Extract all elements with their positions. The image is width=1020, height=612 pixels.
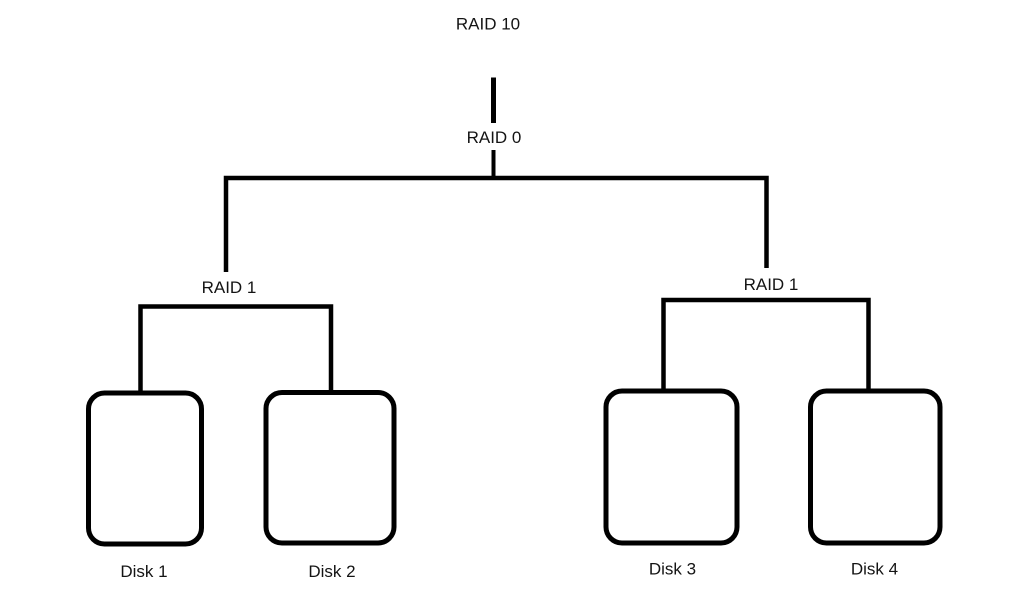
disk2-box [263, 390, 397, 546]
disk2-label: Disk 2 [308, 562, 355, 581]
disk4-label: Disk 4 [851, 560, 898, 579]
stripe-label: RAID 0 [467, 128, 522, 147]
connector-left-mirror-to-disks [138, 304, 334, 394]
disk1-label: Disk 1 [120, 562, 167, 581]
right-mirror-label: RAID 1 [744, 275, 799, 294]
connector-right-mirror-to-disks [661, 297, 871, 392]
root-label: RAID 10 [456, 15, 520, 34]
disk3-label: Disk 3 [649, 560, 696, 579]
disk1-box [86, 390, 204, 547]
connector-raid0-to-mirrors [223, 175, 769, 272]
left-mirror-label: RAID 1 [202, 278, 257, 297]
disk4-box [808, 388, 943, 546]
disk3-box [603, 388, 740, 546]
